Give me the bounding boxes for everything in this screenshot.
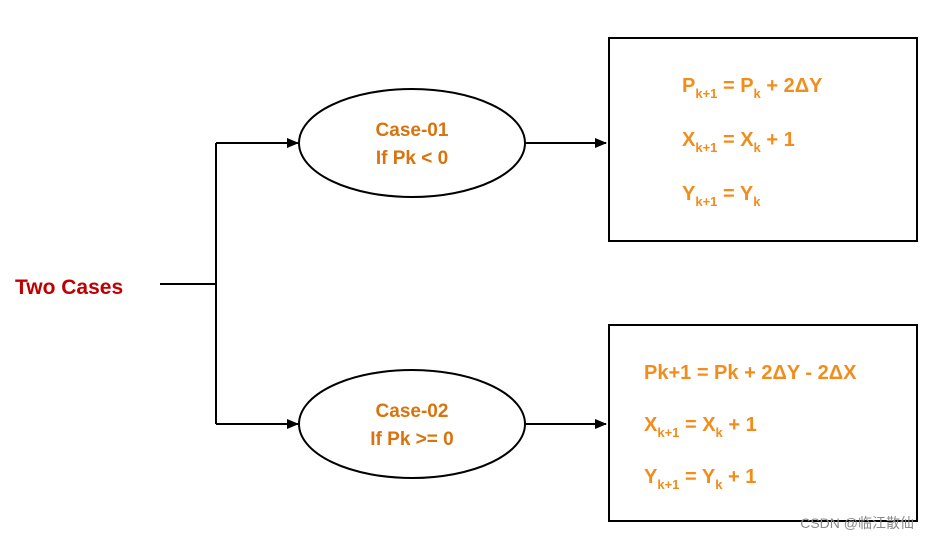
root-label: Two Cases — [15, 276, 123, 299]
branch-connectors — [160, 138, 607, 429]
case-02-condition: If Pk >= 0 — [370, 429, 453, 450]
case-02-equation-x: Xk+1 = Xk + 1 — [644, 414, 757, 440]
case-01-title: Case-01 — [376, 120, 449, 141]
case-02-title: Case-02 — [376, 401, 449, 422]
watermark: CSDN @临江散仙 — [800, 515, 914, 531]
case-01-equation-x: Xk+1 = Xk + 1 — [682, 129, 795, 155]
case-01-equation-y: Yk+1 = Yk — [682, 183, 761, 209]
case-01-ellipse — [298, 88, 526, 198]
case-01-condition: If Pk < 0 — [376, 148, 448, 169]
case-02-equation-p: Pk+1 = Pk + 2ΔY - 2ΔX — [644, 362, 857, 384]
case-02-ellipse — [298, 369, 526, 479]
case-01-result-box — [608, 37, 918, 242]
case-02-equation-y: Yk+1 = Yk + 1 — [644, 466, 756, 492]
case-01-equation-p: Pk+1 = Pk + 2ΔY — [682, 75, 823, 101]
case-02-result-box — [608, 324, 918, 522]
